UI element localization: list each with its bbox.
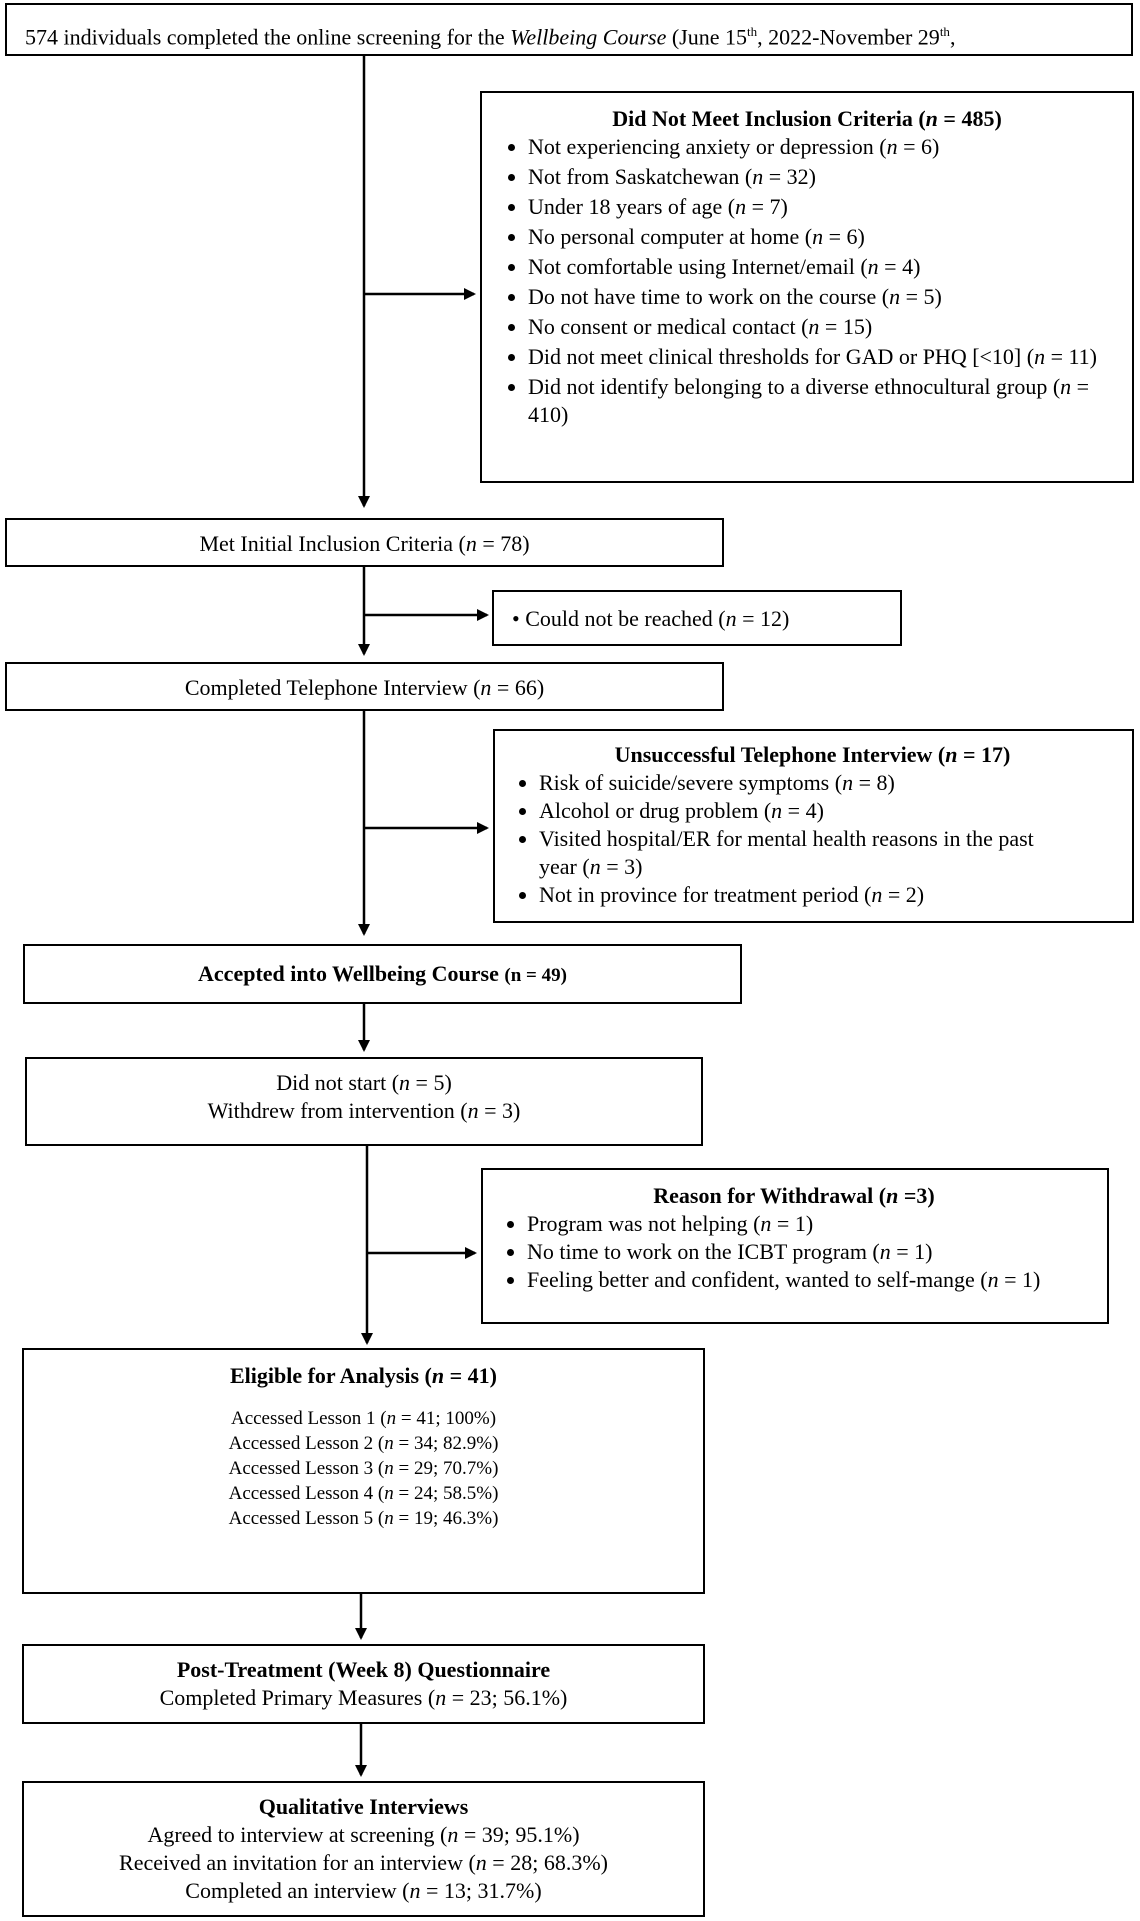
exclusion-item: Did not identify belonging to a diverse …	[528, 373, 1124, 429]
withdrawal-item: No time to work on the ICBT program (n =…	[527, 1238, 1097, 1266]
not-reached-box: • Could not be reached (n = 12)	[492, 590, 902, 646]
phone-fail-item: Visited hospital/ER for mental health re…	[539, 825, 1122, 881]
screening-text: 574 individuals completed the online scr…	[25, 24, 505, 50]
withdrawal-box: Reason for Withdrawal (n =3) Program was…	[481, 1168, 1109, 1324]
phone-interview-box: Completed Telephone Interview (n = 66)	[5, 662, 724, 711]
post-treatment-box: Post-Treatment (Week 8) Questionnaire Co…	[22, 1644, 705, 1724]
accepted-count: (n = 49)	[504, 965, 567, 986]
lesson-row: Accessed Lesson 1 (n = 41; 100%)	[230, 1408, 497, 1429]
exclusion-item: No consent or medical contact (n = 15)	[528, 313, 1124, 341]
phone-fail-title: Unsuccessful Telephone Interview (n = 17…	[614, 742, 1011, 767]
phone-fail-item: Not in province for treatment period (n …	[539, 881, 1122, 909]
withdrawal-list: Program was not helping (n = 1) No time …	[491, 1210, 1097, 1294]
screening-box: 574 individuals completed the online scr…	[5, 3, 1133, 56]
met-initial-box: Met Initial Inclusion Criteria (n = 78)	[5, 518, 724, 567]
phone-fail-list: Risk of suicide/severe symptoms (n = 8) …	[503, 769, 1122, 909]
qualitative-line: Agreed to interview at screening (n = 39…	[147, 1822, 580, 1847]
eligible-box: Eligible for Analysis (n = 41) Accessed …	[22, 1348, 705, 1594]
qualitative-box: Qualitative Interviews Agreed to intervi…	[22, 1781, 705, 1917]
met-initial-text: Met Initial Inclusion Criteria (n = 78)	[199, 531, 530, 556]
lesson-row: Accessed Lesson 4 (n = 24; 58.5%)	[228, 1483, 499, 1504]
exclusion-item: Not from Saskatchewan (n = 32)	[528, 163, 1124, 191]
accepted-text: Accepted into Wellbeing Course	[198, 961, 499, 986]
withdrawal-title: Reason for Withdrawal (n =3)	[653, 1183, 935, 1208]
qualitative-line: Completed an interview (n = 13; 31.7%)	[185, 1878, 542, 1903]
phone-fail-item: Alcohol or drug problem (n = 4)	[539, 797, 1122, 825]
phone-interview-text: Completed Telephone Interview (n = 66)	[184, 675, 545, 700]
withdrew-text: Withdrew from intervention (n = 3)	[207, 1098, 521, 1123]
phone-fail-item: Risk of suicide/severe symptoms (n = 8)	[539, 769, 1122, 797]
did-not-start-text: Did not start (n = 5)	[276, 1070, 452, 1095]
lesson-row: Accessed Lesson 5 (n = 19; 46.3%)	[228, 1508, 499, 1529]
withdrawal-item: Program was not helping (n = 1)	[527, 1210, 1097, 1238]
withdrawal-item: Feeling better and confident, wanted to …	[527, 1266, 1097, 1294]
exclusion-box: Did Not Meet Inclusion Criteria (n = 485…	[480, 91, 1134, 483]
lesson-list: Accessed Lesson 1 (n = 41; 100%) Accesse…	[24, 1406, 703, 1531]
qualitative-title: Qualitative Interviews	[258, 1794, 469, 1819]
exclusion-item: Did not meet clinical thresholds for GAD…	[528, 343, 1124, 371]
lesson-row: Accessed Lesson 2 (n = 34; 82.9%)	[228, 1433, 499, 1454]
exclusion-item: Under 18 years of age (n = 7)	[528, 193, 1124, 221]
exclusion-list: Not experiencing anxiety or depression (…	[490, 133, 1124, 429]
exclusion-title: Did Not Meet Inclusion Criteria (n = 485…	[612, 106, 1002, 131]
eligible-title: Eligible for Analysis (n = 41)	[229, 1363, 498, 1388]
dropout-box: Did not start (n = 5) Withdrew from inte…	[25, 1057, 703, 1146]
post-treatment-title: Post-Treatment (Week 8) Questionnaire	[176, 1657, 551, 1682]
not-reached-text: • Could not be reached (n = 12)	[512, 606, 790, 631]
qualitative-line: Received an invitation for an interview …	[119, 1850, 608, 1875]
phone-fail-box: Unsuccessful Telephone Interview (n = 17…	[493, 729, 1134, 923]
exclusion-item: No personal computer at home (n = 6)	[528, 223, 1124, 251]
lesson-row: Accessed Lesson 3 (n = 29; 70.7%)	[228, 1458, 499, 1479]
exclusion-item: Do not have time to work on the course (…	[528, 283, 1124, 311]
post-treatment-text: Completed Primary Measures (n = 23; 56.1…	[159, 1685, 568, 1710]
course-name: Wellbeing Course	[510, 24, 667, 50]
exclusion-item: Not comfortable using Internet/email (n …	[528, 253, 1124, 281]
exclusion-item: Not experiencing anxiety or depression (…	[528, 133, 1124, 161]
accepted-box: Accepted into Wellbeing Course (n = 49)	[23, 944, 742, 1004]
